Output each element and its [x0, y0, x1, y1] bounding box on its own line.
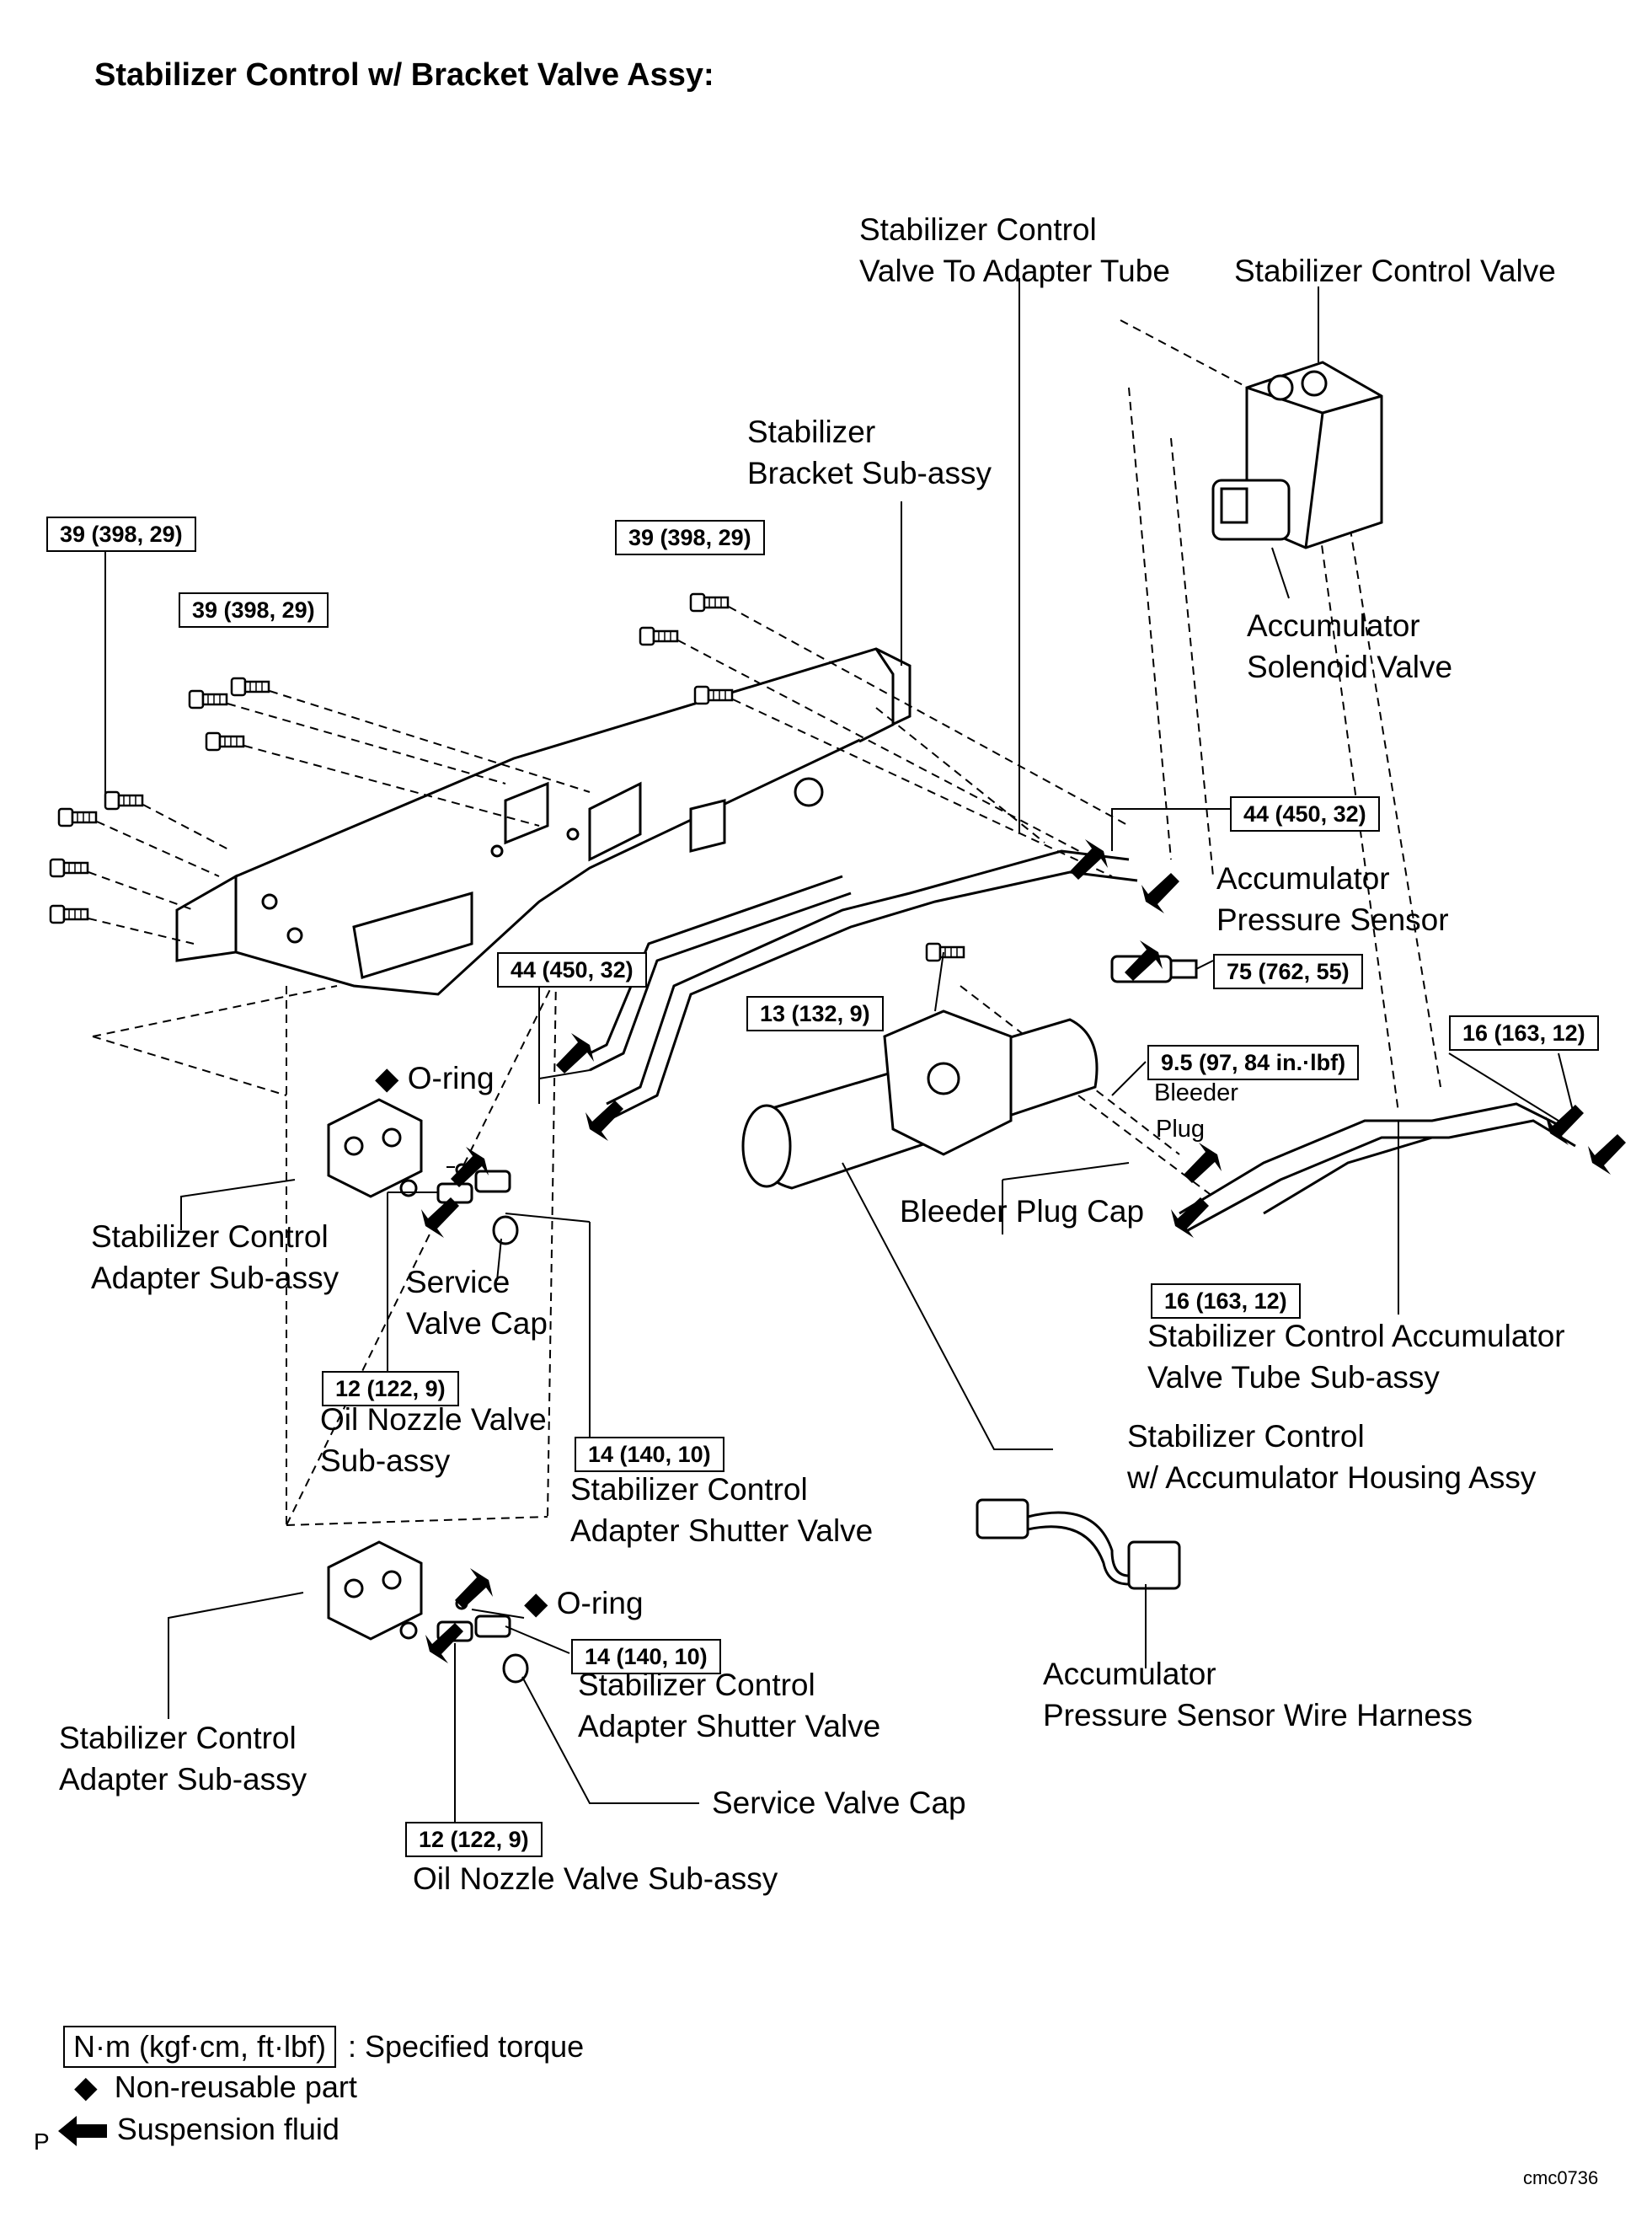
- stabilizer-bracket-drawing: [175, 647, 912, 996]
- alignment-lines: [88, 319, 1441, 1526]
- legend-fluid-text: Suspension fluid: [116, 2112, 339, 2146]
- valve-tube-label-line2: Valve To Adapter Tube: [859, 254, 1170, 288]
- torque-box: 44 (450, 32): [1230, 796, 1380, 832]
- service-cap-upper-label-line2: Valve Cap: [406, 1306, 548, 1341]
- harness-label-line1: Accumulator: [1043, 1657, 1216, 1691]
- oil-nozzle-upper-label-line2: Sub-assy: [320, 1443, 451, 1478]
- torque-box: 44 (450, 32): [497, 952, 647, 988]
- legend-nonreusable-text: Non-reusable part: [114, 2070, 357, 2104]
- upper-adapter-drawing: [327, 1098, 519, 1245]
- lower-adapter-drawing: [327, 1540, 529, 1684]
- solenoid-label-line2: Solenoid Valve: [1247, 650, 1453, 684]
- acc-tube-label-line2: Valve Tube Sub-assy: [1147, 1360, 1440, 1395]
- arrow-left-icon: [57, 2116, 107, 2147]
- torque-box: 39 (398, 29): [179, 592, 329, 628]
- diamond-icon: ◆: [375, 1061, 399, 1095]
- torque-box: 75 (762, 55): [1213, 954, 1363, 989]
- oring-lower-label: ◆ O-ring: [524, 1582, 644, 1625]
- adapter-lower-label-line2: Adapter Sub-assy: [59, 1762, 307, 1797]
- adapter-upper-label-line1: Stabilizer Control: [91, 1219, 329, 1254]
- acc-tube-label-line1: Stabilizer Control Accumulator: [1147, 1319, 1565, 1353]
- bracket-label-line2: Bracket Sub-assy: [747, 456, 992, 490]
- diamond-icon: ◆: [524, 1586, 548, 1620]
- torque-box: 16 (163, 12): [1449, 1015, 1599, 1051]
- legend-torque: N·m (kgf·cm, ft·lbf) : Specified torque: [63, 2026, 584, 2068]
- service-cap-upper-label-line1: Service: [406, 1265, 511, 1299]
- pressure-sensor-label-line1: Accumulator: [1216, 861, 1390, 896]
- torque-box: 14 (140, 10): [571, 1639, 721, 1674]
- leader-lines: [104, 278, 1576, 1829]
- legend-nonreusable: ◆ Non-reusable part: [74, 2068, 357, 2107]
- oil-nozzle-lower-label: Oil Nozzle Valve Sub-assy: [413, 1861, 778, 1896]
- torque-box: 13 (132, 9): [746, 996, 884, 1031]
- housing-label-line2: w/ Accumulator Housing Assy: [1127, 1460, 1537, 1495]
- adapter-upper-label-line2: Adapter Sub-assy: [91, 1261, 339, 1295]
- torque-box: 39 (398, 29): [615, 520, 765, 555]
- page-title: Stabilizer Control w/ Bracket Valve Assy…: [94, 57, 714, 93]
- control-valve-label: Stabilizer Control Valve: [1234, 254, 1556, 288]
- accumulator-housing-drawing: [741, 1009, 1099, 1190]
- bleeder-cap-label: Bleeder Plug Cap: [900, 1194, 1145, 1229]
- torque-box: 16 (163, 12): [1151, 1283, 1301, 1319]
- housing-label-line1: Stabilizer Control: [1127, 1419, 1365, 1454]
- shutter-lower-label-line2: Adapter Shutter Valve: [578, 1709, 881, 1743]
- bracket-label-line1: Stabilizer: [747, 415, 876, 449]
- legend-fluid: P Suspension fluid: [34, 2110, 339, 2155]
- torque-box: 12 (122, 9): [322, 1371, 459, 1406]
- wire-harness-drawing: [976, 1498, 1181, 1590]
- bleeder-plug-label-line2: Plug: [1156, 1116, 1206, 1143]
- torque-box: 9.5 (97, 84 in.·lbf): [1147, 1045, 1360, 1080]
- solenoid-label-line1: Accumulator: [1247, 608, 1420, 643]
- torque-box: 39 (398, 29): [46, 517, 196, 552]
- corner-letter: P: [34, 2129, 50, 2155]
- legend-torque-text: : Specified torque: [347, 2029, 585, 2064]
- diamond-icon: ◆: [74, 2070, 98, 2104]
- oring-lower-text: O-ring: [556, 1586, 644, 1620]
- harness-label-line2: Pressure Sensor Wire Harness: [1043, 1698, 1473, 1732]
- oil-nozzle-upper-label-line1: Oil Nozzle Valve: [320, 1402, 547, 1437]
- oring-upper-text: O-ring: [407, 1061, 495, 1095]
- bleeder-plug-label-line1: Bleeder: [1154, 1079, 1238, 1106]
- oring-upper-label: ◆ O-ring: [375, 1058, 495, 1100]
- shutter-upper-label-line1: Stabilizer Control: [570, 1472, 808, 1507]
- pressure-sensor-label-line2: Pressure Sensor: [1216, 902, 1449, 937]
- shutter-upper-label-line2: Adapter Shutter Valve: [570, 1513, 874, 1548]
- figure-code: cmc0736: [1523, 2167, 1599, 2188]
- torque-box: 14 (140, 10): [575, 1437, 724, 1472]
- adapter-lower-label-line1: Stabilizer Control: [59, 1721, 297, 1755]
- service-cap-lower-label: Service Valve Cap: [712, 1786, 966, 1820]
- valve-tube-label-line1: Stabilizer Control: [859, 212, 1097, 247]
- stabilizer-control-valve-drawing: [1211, 361, 1383, 549]
- legend-torque-box: N·m (kgf·cm, ft·lbf): [63, 2026, 336, 2068]
- torque-box: 12 (122, 9): [405, 1822, 543, 1857]
